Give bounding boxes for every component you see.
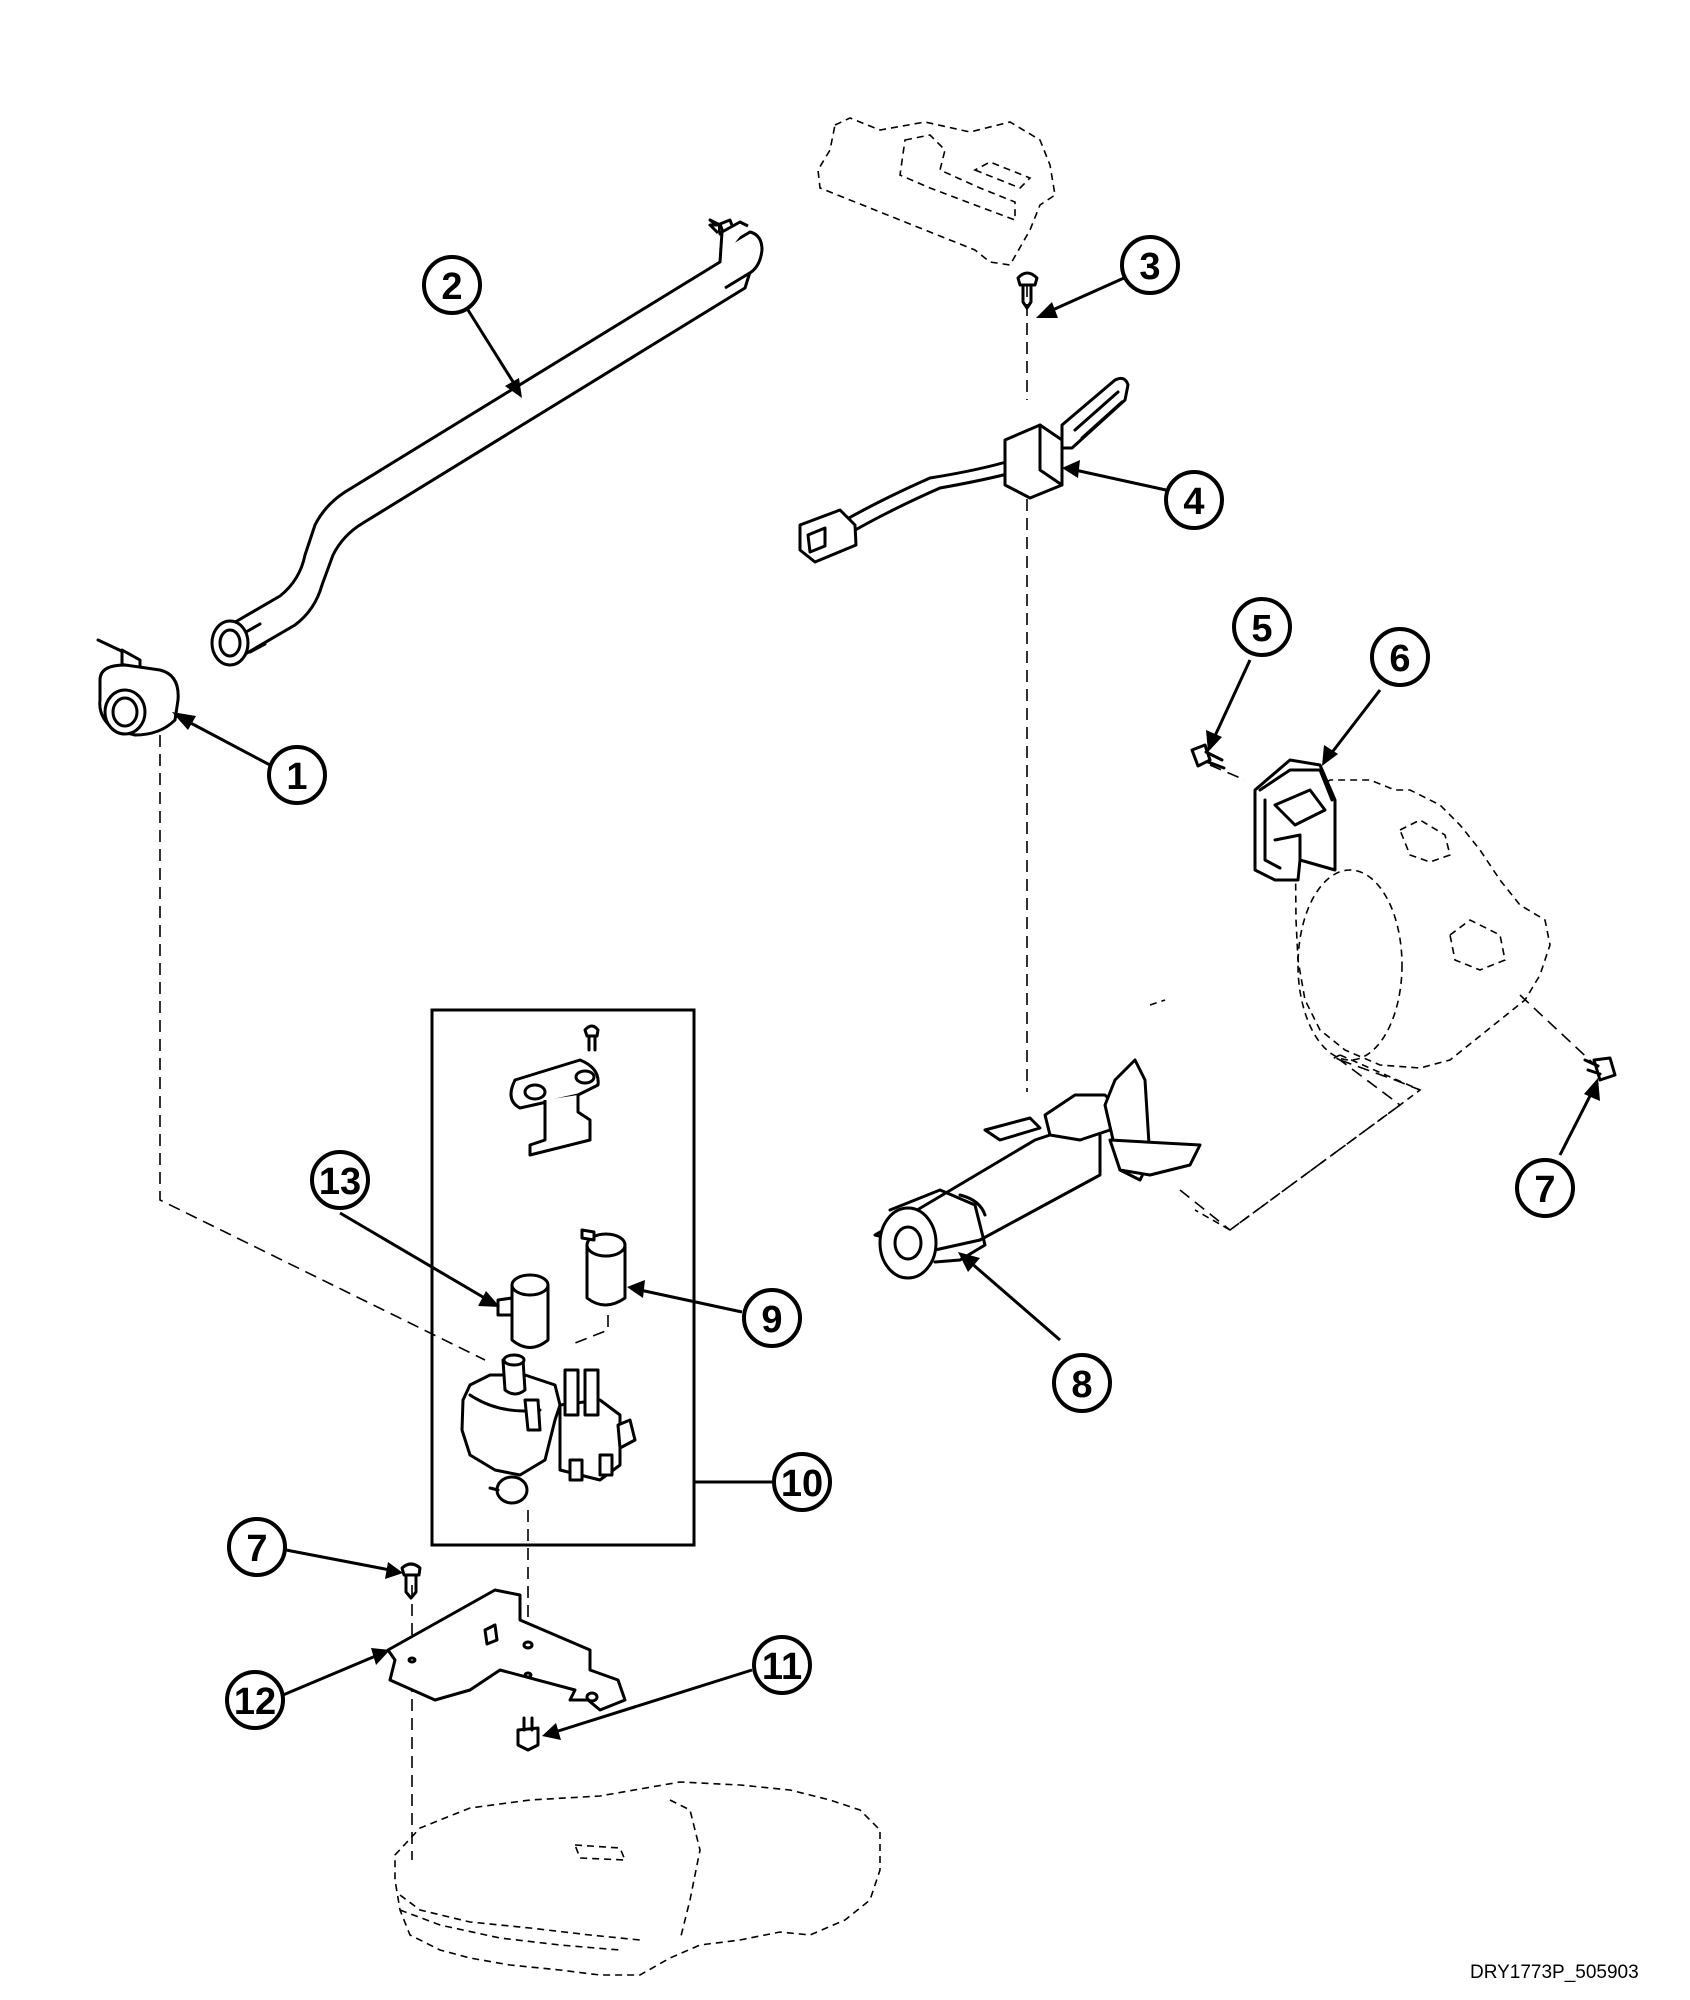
svg-text:13: 13 <box>319 1161 361 1203</box>
svg-text:9: 9 <box>761 1299 782 1341</box>
guide-screw-7-right <box>1519 994 1596 1066</box>
svg-text:6: 6 <box>1389 638 1410 680</box>
callout-1: 1 <box>267 745 327 805</box>
callout-2: 2 <box>422 255 482 315</box>
svg-text:2: 2 <box>441 266 462 308</box>
callout-6: 6 <box>1370 627 1430 687</box>
guide-coil-9 <box>569 1315 609 1346</box>
part-bracket <box>386 1588 627 1712</box>
guide-burner-to-housing <box>1179 1054 1421 1232</box>
callout-12: 12 <box>225 1670 285 1730</box>
part-screw-11 <box>516 1716 540 1752</box>
svg-text:7: 7 <box>1534 1169 1555 1211</box>
part-gas-valve <box>460 1353 637 1505</box>
guide-valve-to-pipe <box>159 735 486 1361</box>
ghost-burner-base <box>1149 999 1422 1231</box>
callout-4: 4 <box>1164 470 1224 530</box>
part-gas-pipe <box>210 218 764 667</box>
part-burner-tube <box>873 1058 1202 1280</box>
callout-10: 10 <box>772 1452 832 1512</box>
diagram-code: DRY1773P_505903 <box>1470 1962 1639 1983</box>
part-coil-cover <box>509 1024 600 1157</box>
ghost-top-bracket <box>817 117 1056 266</box>
svg-text:8: 8 <box>1071 1364 1092 1406</box>
svg-text:3: 3 <box>1139 246 1160 288</box>
part-coil-13 <box>496 1273 550 1349</box>
svg-text:10: 10 <box>781 1463 823 1505</box>
part-igniter <box>798 376 1130 564</box>
ghost-burner-housing <box>1294 779 1551 1069</box>
callout-7-left: 7 <box>227 1517 287 1577</box>
callout-3: 3 <box>1120 235 1180 295</box>
part-screw-7-right <box>1583 1056 1617 1082</box>
svg-text:5: 5 <box>1251 608 1272 650</box>
callout-5: 5 <box>1232 597 1292 657</box>
callout-11: 11 <box>752 1635 812 1695</box>
callout-13: 13 <box>310 1150 370 1210</box>
svg-text:12: 12 <box>234 1681 276 1723</box>
guide-screw-5 <box>1209 764 1246 781</box>
svg-text:4: 4 <box>1183 481 1204 523</box>
callout-9: 9 <box>742 1288 802 1348</box>
callout-8: 8 <box>1052 1353 1112 1413</box>
svg-text:1: 1 <box>286 756 307 798</box>
kit-frame <box>430 1008 696 1547</box>
part-screw-3 <box>1016 271 1039 310</box>
svg-text:11: 11 <box>762 1646 802 1688</box>
part-coil-9 <box>580 1228 627 1307</box>
part-screw-5 <box>1190 743 1226 770</box>
callout-7-right: 7 <box>1515 1158 1575 1218</box>
svg-text:7: 7 <box>246 1528 267 1570</box>
part-flame-sensor <box>1253 758 1337 882</box>
ghost-bottom-base <box>394 1781 881 1976</box>
leader-lines <box>172 276 1600 1740</box>
part-screw-7-left <box>400 1562 422 1600</box>
part-shutoff-valve <box>96 638 180 737</box>
